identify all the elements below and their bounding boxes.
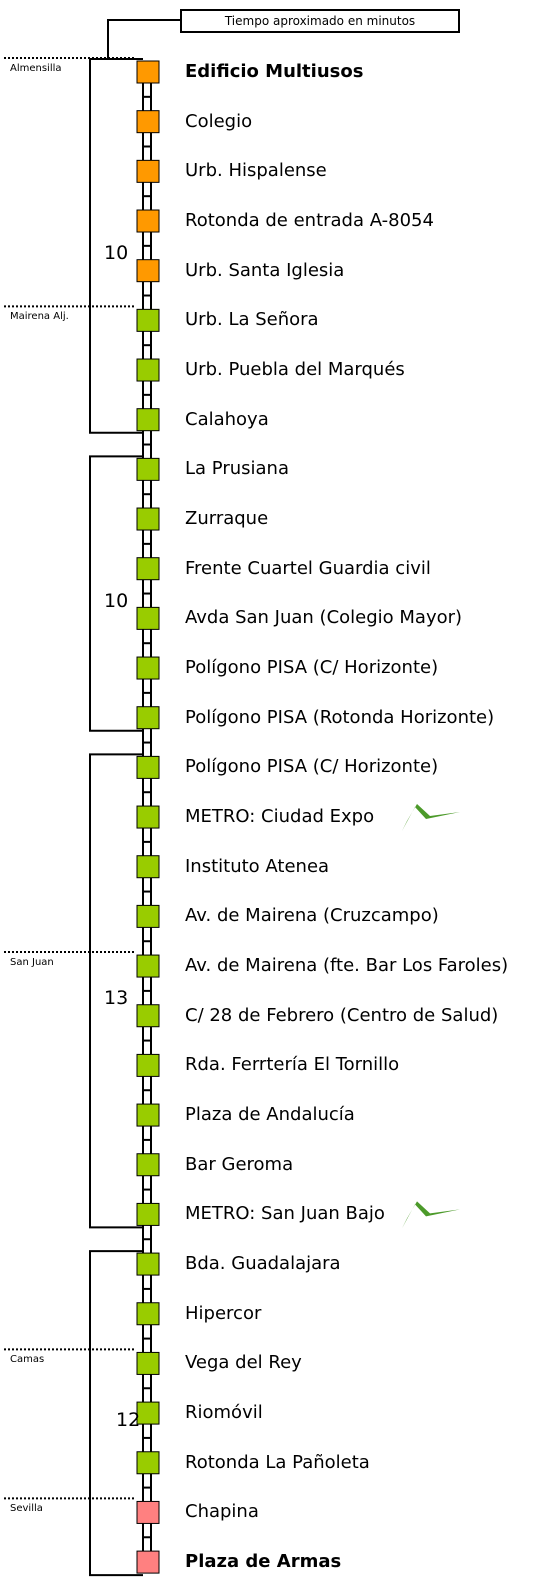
stop-square (136, 954, 160, 978)
stop-square (136, 457, 160, 481)
stop-label: Bar Geroma (185, 1153, 294, 1175)
stop-label: Polígono PISA (C/ Horizonte) (185, 756, 439, 778)
metro-icons (402, 804, 460, 1229)
town-label: Sevilla (10, 1503, 43, 1515)
stop-square (136, 1302, 160, 1326)
stop-square (136, 1252, 160, 1276)
town-label: Mairena Alj. (10, 311, 69, 323)
stop-square (136, 1153, 160, 1177)
stop-square (136, 1053, 160, 1077)
town-label: San Juan (10, 957, 54, 969)
stop-square (136, 755, 160, 779)
stop-square (136, 358, 160, 382)
stop-square (136, 606, 160, 630)
segment-minutes: 12 (116, 1409, 141, 1432)
stop-label: Bda. Guadalajara (185, 1253, 341, 1275)
stop-square (136, 1103, 160, 1127)
stop-label: Rda. Ferrtería El Tornillo (185, 1054, 400, 1076)
stop-label: Calahoya (185, 408, 269, 430)
stop-label: METRO: Ciudad Expo (185, 806, 375, 828)
stop-label: Plaza de Andalucía (185, 1104, 355, 1126)
stop-label: Urb. Puebla del Marqués (185, 359, 405, 381)
stop-square (136, 60, 160, 84)
town-separators (4, 57, 135, 1500)
stop-square (136, 408, 160, 432)
segment-minutes: 13 (104, 986, 129, 1009)
stop-square (136, 805, 160, 829)
stop-label: Hipercor (185, 1302, 262, 1324)
stop-label: METRO: San Juan Bajo (185, 1203, 385, 1225)
stop-label: Rotonda La Pañoleta (185, 1451, 370, 1473)
stop-label: Frente Cuartel Guardia civil (185, 557, 431, 579)
stop-label: Rotonda de entrada A-8054 (185, 210, 434, 231)
stop-squares (136, 60, 160, 1574)
stop-square (136, 1202, 160, 1226)
stop-label: Zurraque (185, 508, 269, 530)
time-brackets (89, 58, 143, 1577)
legend-text: Tiempo aproximado en minutos (224, 14, 416, 28)
stop-label: Chapina (185, 1501, 259, 1523)
segment-minutes: 10 (104, 589, 129, 612)
stop-label: Plaza de Armas (185, 1551, 342, 1573)
segment-bracket (89, 455, 143, 732)
stop-square (136, 706, 160, 730)
stop-label: Urb. Hispalense (185, 160, 327, 182)
stop-label: Urb. La Señora (185, 309, 319, 331)
metro-logo-icon (402, 804, 460, 832)
stop-square (136, 308, 160, 332)
stop-square (136, 656, 160, 680)
stop-label: Av. de Mairena (Cruzcampo) (185, 905, 439, 927)
segment-bracket (89, 753, 143, 1229)
stop-square (136, 159, 160, 183)
stop-label: La Prusiana (185, 458, 289, 480)
stop-square (136, 1351, 160, 1375)
stop-square (136, 855, 160, 879)
stop-square (136, 1500, 160, 1524)
stop-square (136, 110, 160, 134)
stop-square (136, 507, 160, 531)
segment-minutes: 10 (104, 241, 129, 264)
stop-square (136, 1004, 160, 1028)
stop-square (136, 904, 160, 928)
stop-label: Riomóvil (185, 1402, 263, 1424)
legend-box: Tiempo aproximado en minutos (180, 9, 460, 33)
segment-bracket (89, 1250, 143, 1577)
stop-label: Instituto Atenea (185, 855, 330, 877)
stop-label: Urb. Santa Iglesia (185, 259, 345, 281)
stop-square (136, 259, 160, 283)
stop-label: Vega del Rey (185, 1352, 302, 1374)
stop-label: Avda San Juan (Colegio Mayor) (185, 607, 463, 629)
stop-label: Colegio (185, 110, 253, 132)
stop-label: Polígono PISA (Rotonda Horizonte) (185, 706, 495, 728)
town-label: Almensilla (10, 63, 62, 74)
stop-square (136, 1401, 160, 1425)
stop-label: Edificio Multiusos (185, 61, 364, 82)
stop-square (136, 557, 160, 581)
stop-square (136, 209, 160, 233)
stop-square (136, 1451, 160, 1475)
stop-label: C/ 28 de Febrero (Centro de Salud) (185, 1004, 499, 1026)
legend-connector (107, 19, 180, 58)
stop-label: Polígono PISA (C/ Horizonte) (185, 657, 439, 679)
stop-label: Av. de Mairena (fte. Bar Los Faroles) (185, 955, 509, 977)
town-label: Camas (10, 1354, 45, 1366)
stop-square (136, 1550, 160, 1574)
metro-logo-icon (402, 1201, 460, 1229)
